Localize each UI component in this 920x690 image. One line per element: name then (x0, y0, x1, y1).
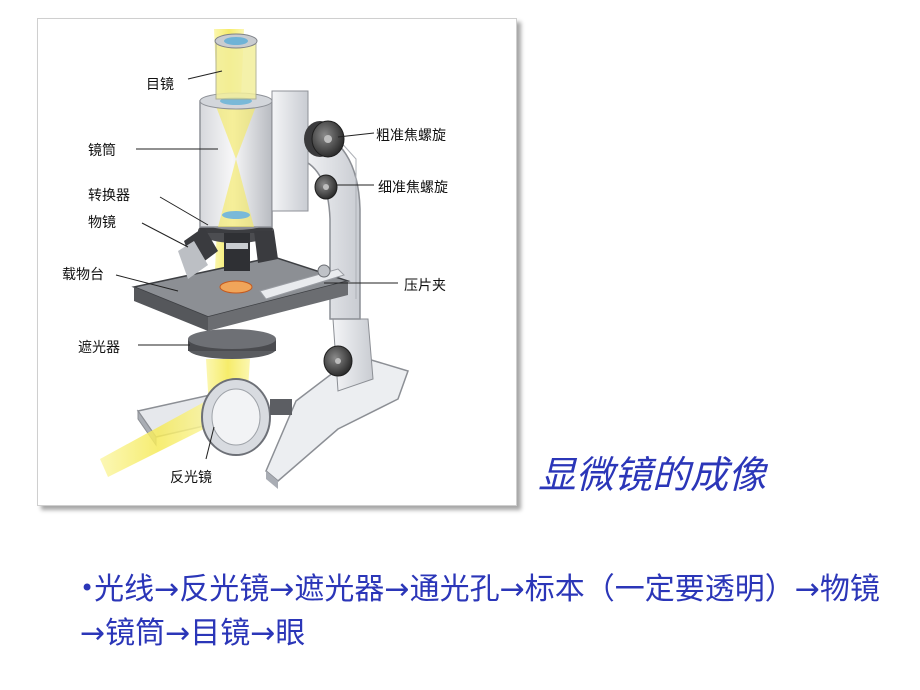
leader-lines (115, 70, 398, 460)
label-tube: 镜筒 (88, 143, 116, 159)
mirror (201, 378, 292, 456)
eyepiece (214, 33, 258, 100)
bullet-icon: • (80, 574, 95, 602)
body-tube (199, 90, 309, 228)
diaphragm-assembly (188, 329, 276, 359)
lower-knob (323, 345, 353, 377)
fine-focus-knob (314, 174, 338, 200)
label-diaphragm: 遮光器 (78, 340, 120, 356)
label-stage-clip: 压片夹 (404, 278, 446, 294)
stage (131, 256, 351, 331)
coarse-focus-knob (304, 120, 345, 158)
label-coarse-focus: 粗准焦螺旋 (376, 128, 446, 144)
microscope-illustration (100, 29, 409, 489)
label-eyepiece: 目镜 (146, 77, 174, 93)
light-path-body: 光线→反光镜→遮光器→通光孔→标本（一定要透明）→物镜→镜筒→目镜→眼 (80, 572, 880, 651)
slide-title: 显微镜的成像 (538, 453, 767, 497)
label-nosepiece: 转换器 (88, 188, 130, 204)
label-stage: 载物台 (62, 267, 104, 283)
light-path-text: •光线→反光镜→遮光器→通光孔→标本（一定要透明）→物镜→镜筒→目镜→眼 (80, 566, 880, 656)
label-objective: 物镜 (88, 215, 116, 231)
microscope-diagram: 目镜 镜筒 转换器 物镜 载物台 遮光器 反光镜 粗准焦螺旋 细准焦螺旋 压片夹 (37, 18, 517, 506)
label-mirror: 反光镜 (170, 470, 212, 486)
label-fine-focus: 细准焦螺旋 (378, 180, 448, 196)
